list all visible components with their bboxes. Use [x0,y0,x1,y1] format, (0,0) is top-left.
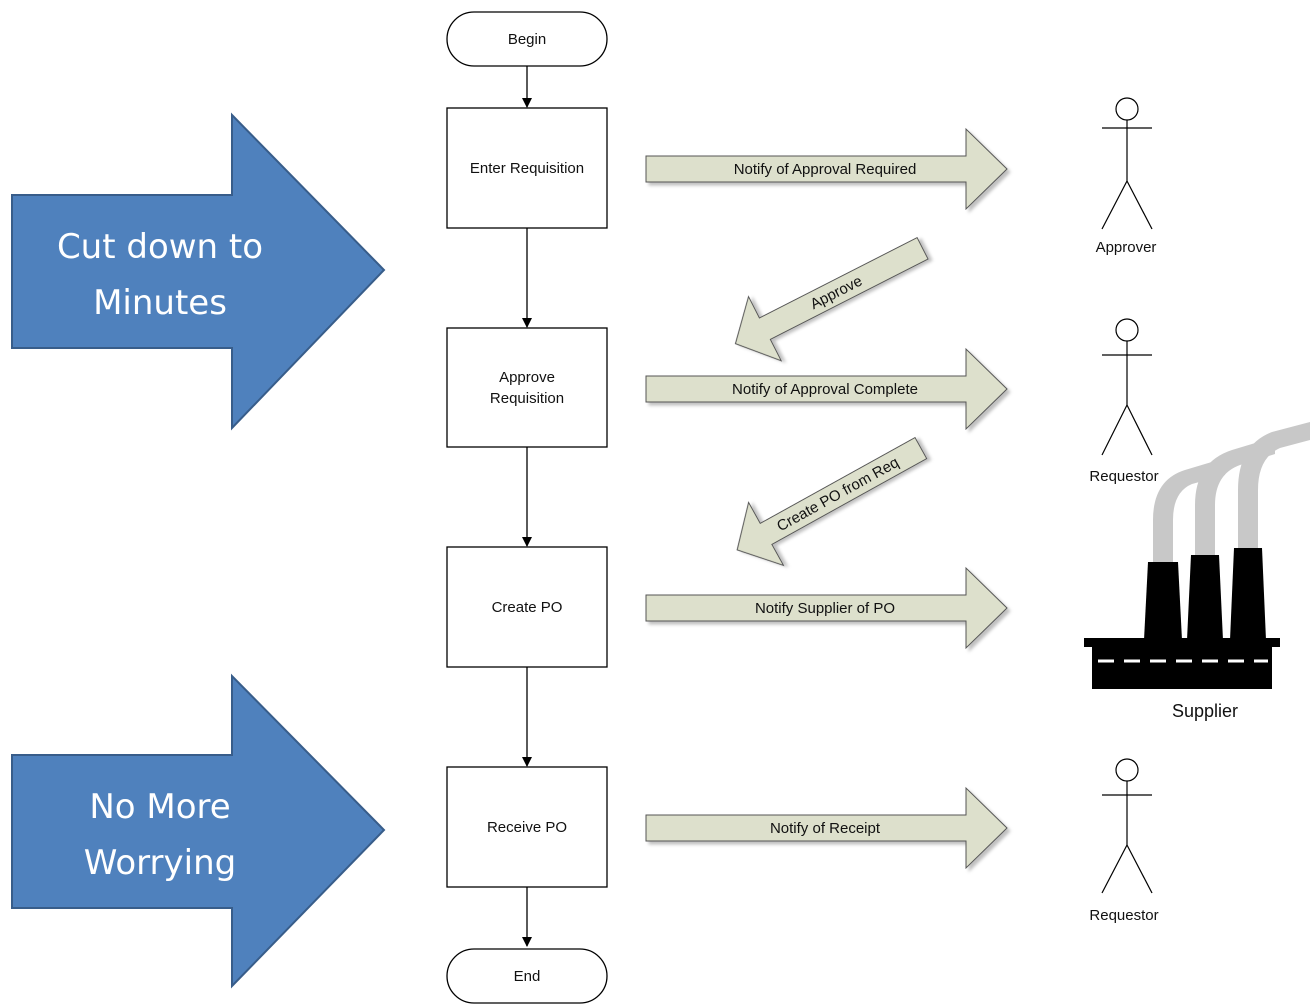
process-approve-requisition: Approve Requisition [446,327,608,448]
message-arrow-approval-complete: Notify of Approval Complete [645,347,1008,431]
end-terminator: End [446,948,608,1004]
callout-bottom-line1: No More [89,787,230,827]
callout-arrow-top: Cut down to Minutes [11,112,386,431]
step-label: Create PO [492,599,563,616]
process-receive-po: Receive PO [446,766,608,888]
message-arrow-receipt: Notify of Receipt [645,786,1008,870]
message-label: Notify of Receipt [770,820,881,837]
actor-approver-label: Approver [1096,239,1157,256]
return-arrow-create-po: Create PO from Req [736,436,928,567]
begin-label: Begin [508,31,546,48]
actor-requestor-label: Requestor [1089,468,1158,485]
callout-bottom-line2: Worrying [84,843,237,883]
step-label: Enter Requisition [470,160,584,177]
actor-approver-icon [1101,97,1153,230]
message-arrow-supplier-po: Notify Supplier of PO [645,566,1008,650]
actor-requestor-icon [1101,318,1153,456]
return-arrow-approve: Approve [734,236,929,362]
supplier-label: Supplier [1172,701,1238,721]
end-label: End [514,968,541,985]
process-enter-requisition: Enter Requisition [446,107,608,229]
begin-terminator: Begin [446,11,608,67]
step-label-line2: Requisition [490,390,564,407]
factory-icon [1084,422,1310,689]
message-label: Notify of Approval Required [734,161,917,178]
actor-requestor-2-icon [1101,758,1153,894]
message-label: Create PO from Req [774,454,902,535]
message-arrow-approval-required: Notify of Approval Required [645,127,1008,211]
callout-top-line1: Cut down to [57,227,263,267]
message-label: Notify Supplier of PO [755,600,895,617]
message-label: Notify of Approval Complete [732,381,918,398]
step-label-line1: Approve [499,369,555,386]
callout-top-line2: Minutes [93,283,227,323]
step-label: Receive PO [487,819,567,836]
callout-arrow-bottom: No More Worrying [11,673,386,989]
process-create-po: Create PO [446,546,608,668]
actor-requestor-2-label: Requestor [1089,907,1158,924]
